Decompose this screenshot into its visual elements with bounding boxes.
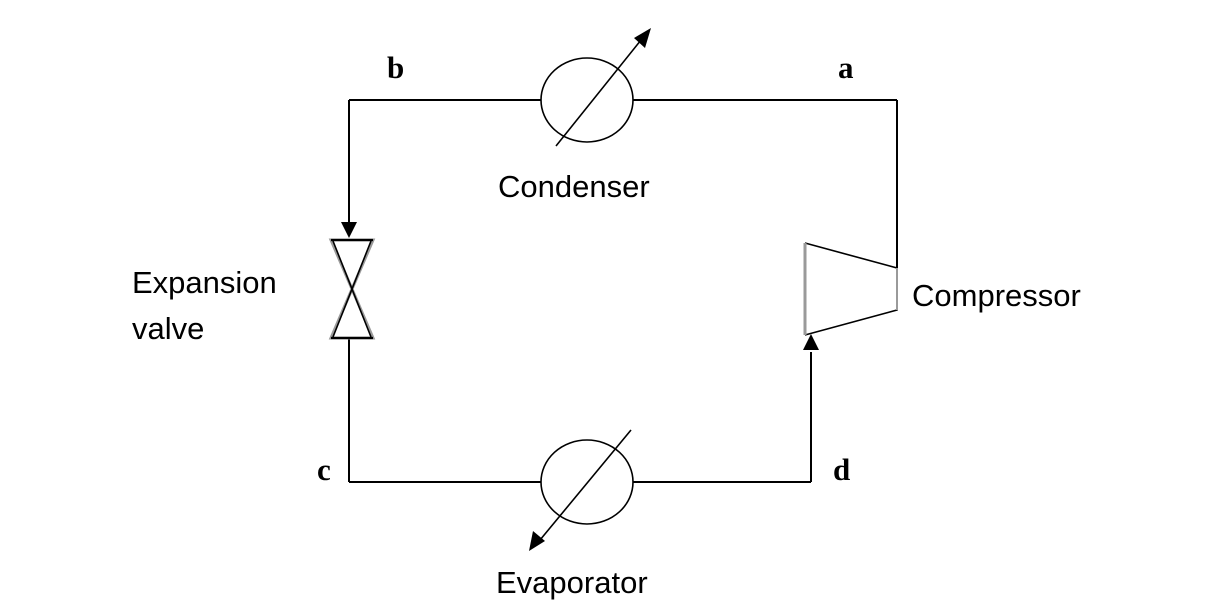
suction-flow-arrow (803, 334, 819, 350)
condenser-symbol (540, 28, 651, 147)
compressor-label: Compressor (912, 278, 1081, 313)
evaporator-label: Evaporator (496, 565, 648, 600)
state-point-a: a (838, 50, 854, 85)
expansion-valve-label-line1: Expansion (132, 265, 277, 300)
expansion-valve-symbol (328, 238, 376, 340)
expansion-valve-label-line2: valve (132, 311, 204, 346)
left-flow-arrow (341, 222, 357, 238)
compressor-symbol (803, 242, 898, 336)
state-point-c: c (317, 452, 331, 487)
state-point-d: d (833, 452, 850, 487)
condenser-label: Condenser (498, 169, 650, 204)
evaporator-symbol (529, 429, 634, 551)
state-point-b: b (387, 50, 404, 85)
